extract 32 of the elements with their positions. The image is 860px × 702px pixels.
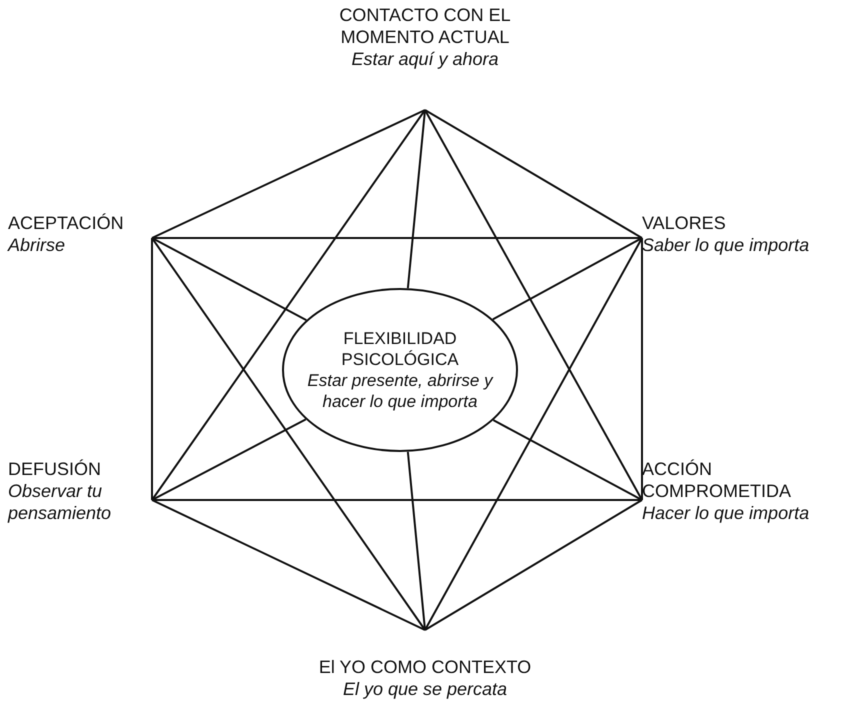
connector-line [152, 109, 426, 239]
connector-line [406, 452, 426, 630]
connector-line [151, 237, 426, 631]
concept-subtitle: Hacer lo que importa [642, 502, 810, 524]
connector-line [492, 419, 642, 501]
connector-line [152, 418, 306, 501]
connector-line [406, 110, 426, 288]
connector-line [152, 499, 426, 631]
concept-title: CONTACTO CON EL MOMENTO ACTUAL [338, 4, 512, 48]
connector-line [424, 110, 643, 500]
concept-title: El YO COMO CONTEXTO [318, 656, 532, 678]
concept-title: FLEXIBILIDAD PSICOLÓGICA [340, 328, 460, 370]
concept-subtitle: Estar presente, abrirse y hacer lo que importa [306, 370, 494, 412]
connector-line [152, 499, 642, 501]
concept-subtitle: Estar aquí y ahora [351, 48, 499, 70]
concept-subtitle: Observar tu pensamiento [8, 480, 112, 524]
concept-subtitle: Abrirse [8, 234, 66, 256]
connector-line [424, 238, 643, 630]
connector-line [151, 238, 153, 500]
concept-subtitle: Saber lo que importa [642, 234, 810, 256]
connector-line [424, 109, 642, 239]
concept-title: ACCIÓN COMPROMETIDA [642, 458, 792, 502]
concept-title: ACEPTACIÓN [8, 212, 124, 234]
concept-title: VALORES [642, 212, 726, 234]
concept-title: DEFUSIÓN [8, 458, 102, 480]
connector-line [641, 238, 643, 500]
connector-line [152, 237, 642, 239]
connector-line [152, 237, 307, 322]
connector-line [424, 499, 643, 631]
connector-line [151, 109, 426, 501]
connector-line [492, 237, 642, 320]
concept-subtitle: El yo que se percata [342, 678, 508, 700]
